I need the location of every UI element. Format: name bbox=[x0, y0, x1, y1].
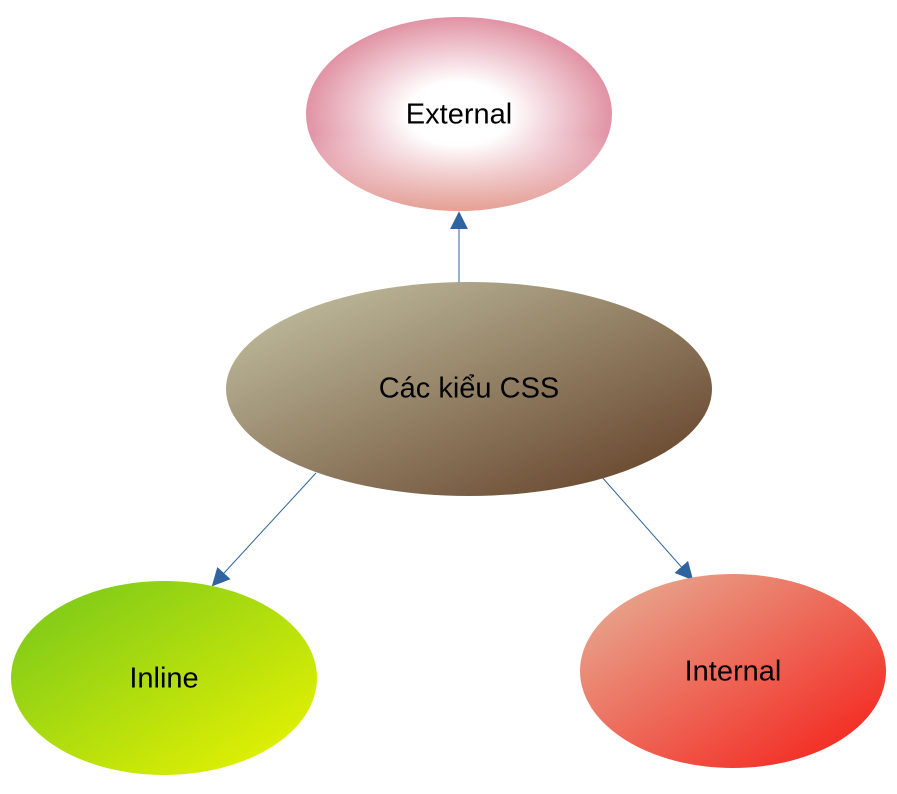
inline-node-label: Inline bbox=[129, 663, 198, 695]
internal-node-shape bbox=[580, 574, 886, 768]
external-node[interactable]: External bbox=[306, 17, 612, 211]
inline-node-shape bbox=[11, 581, 317, 775]
inline-node[interactable]: Inline bbox=[11, 581, 317, 775]
external-node-shade bbox=[306, 17, 612, 211]
connector-to-internal bbox=[600, 475, 694, 581]
external-node-label: External bbox=[406, 99, 512, 131]
internal-node[interactable]: Internal bbox=[580, 574, 886, 768]
center-node-label: Các kiểu CSS bbox=[379, 373, 560, 405]
center-node-shape bbox=[226, 282, 712, 496]
connector-to-inline bbox=[211, 472, 317, 587]
internal-node-label: Internal bbox=[685, 656, 782, 688]
center-node[interactable]: Các kiểu CSS bbox=[226, 282, 712, 496]
